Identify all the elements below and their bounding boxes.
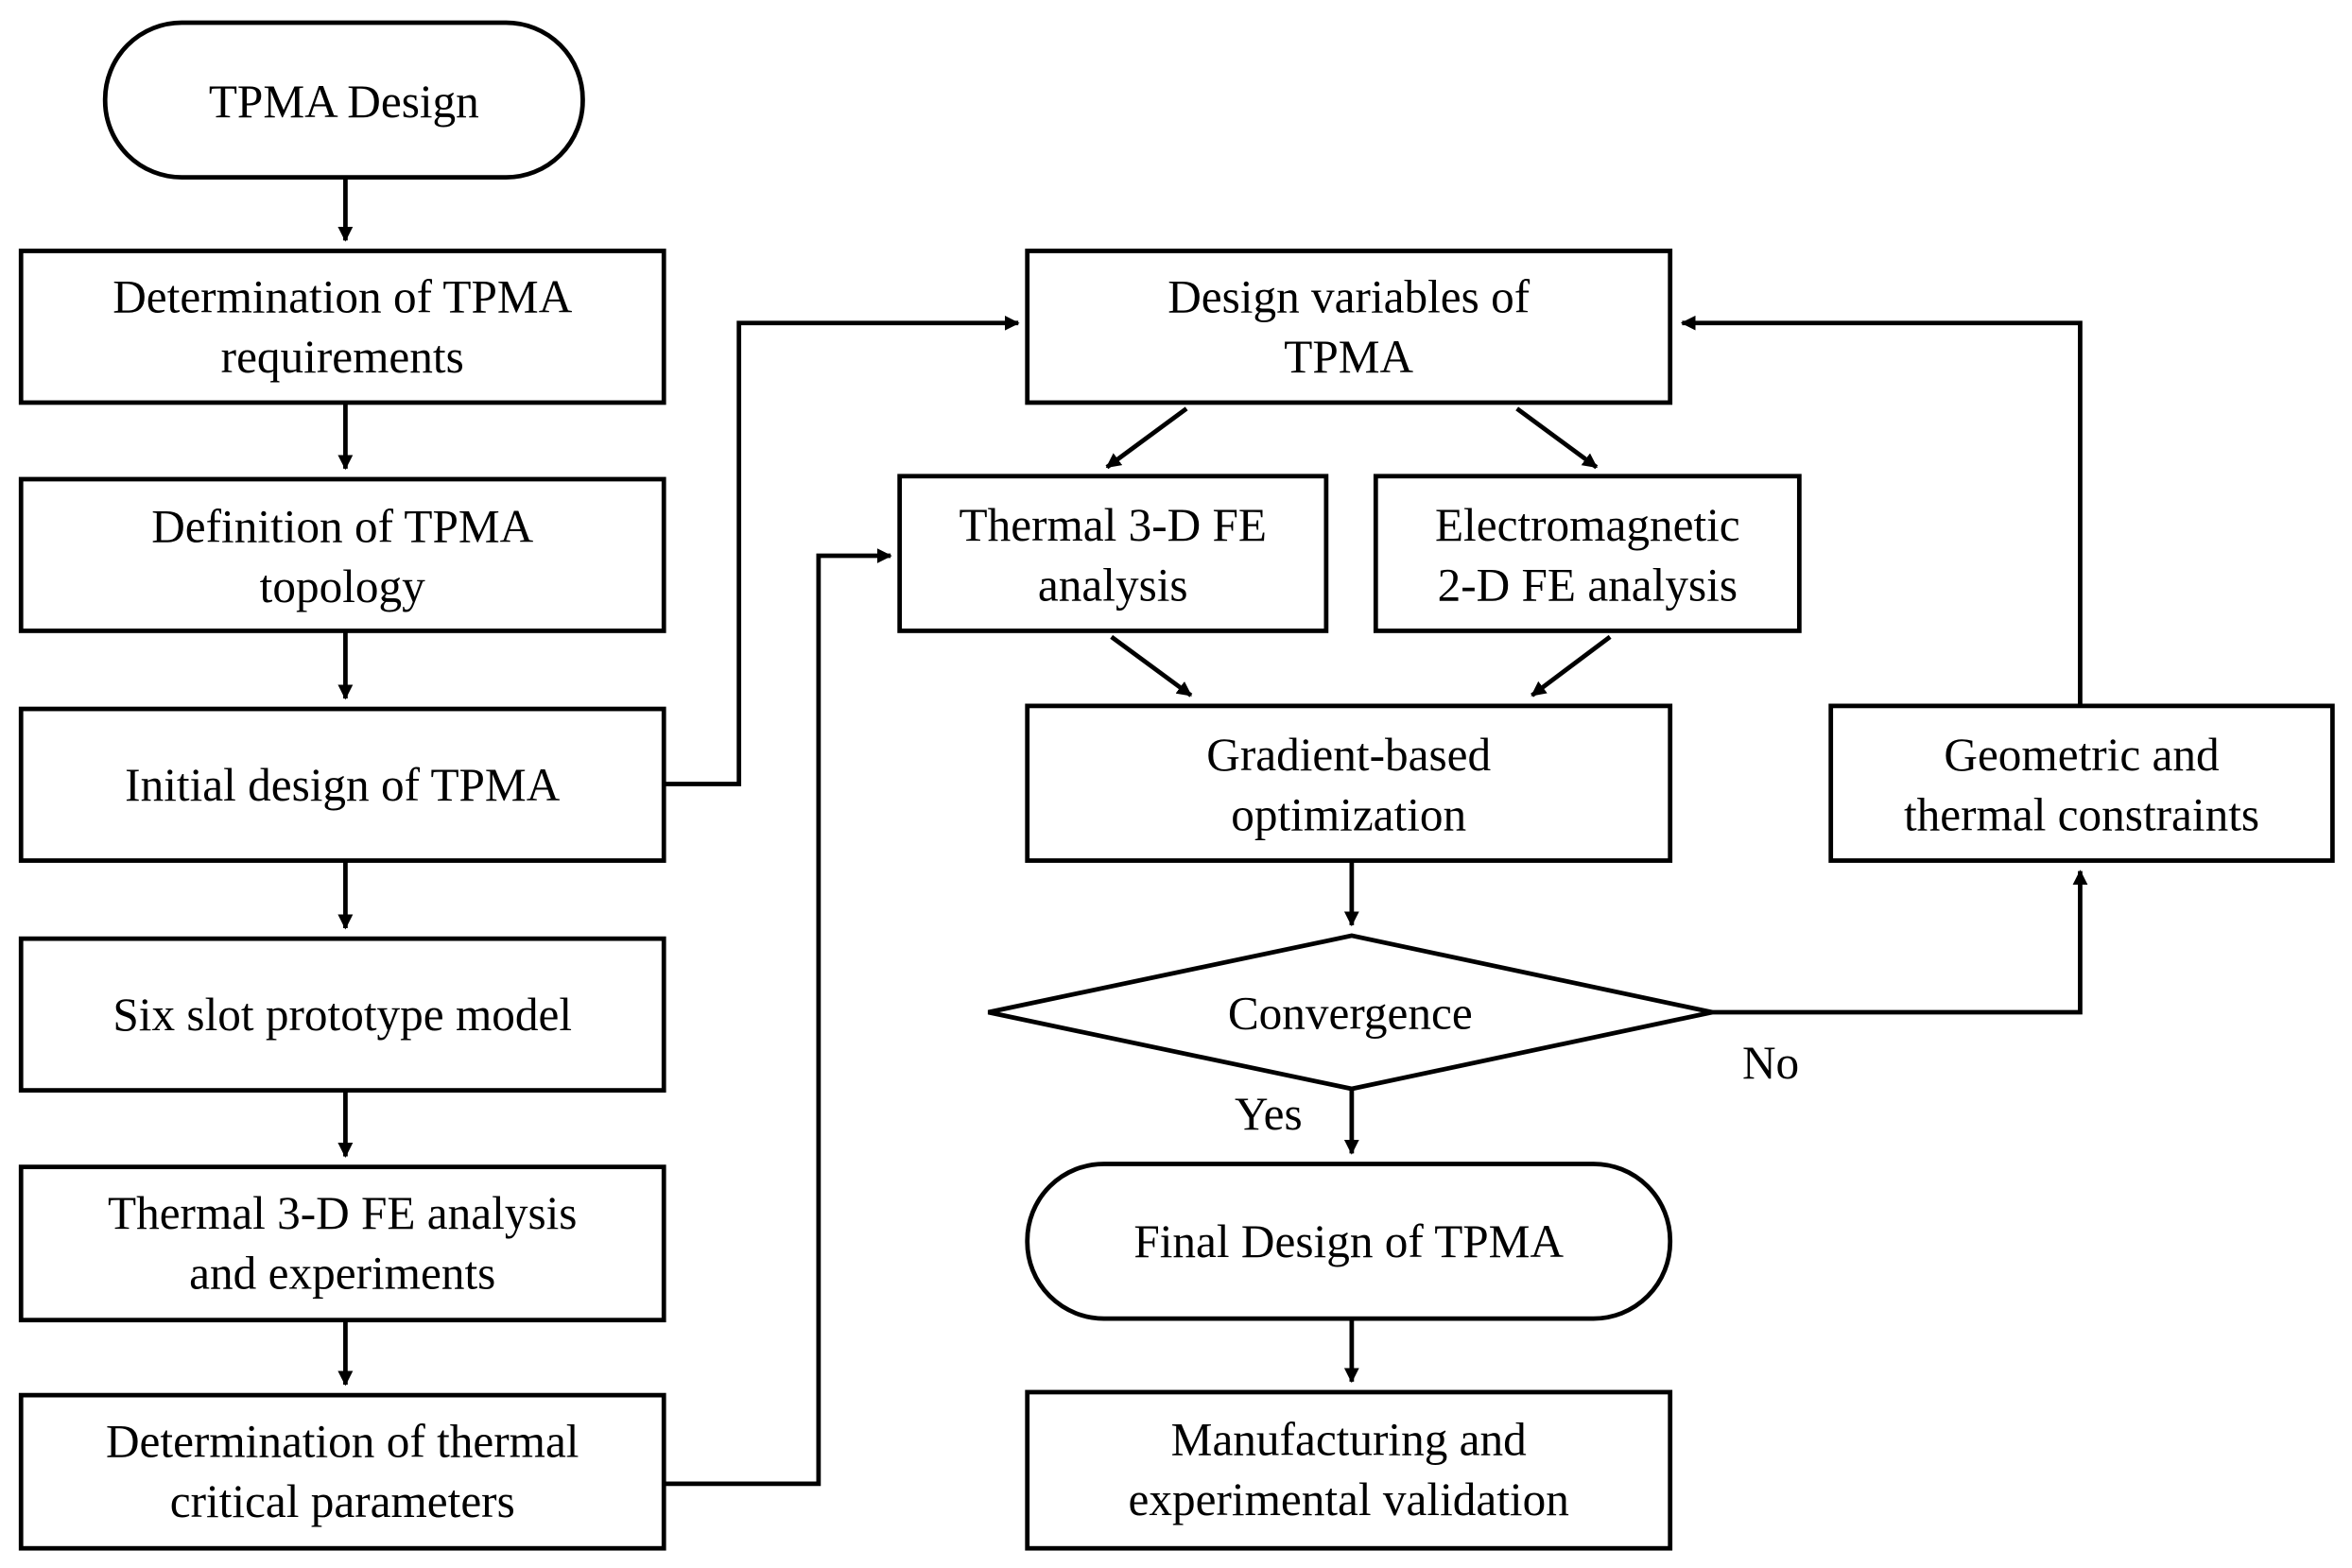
svg-text:TPMA Design: TPMA Design bbox=[209, 76, 479, 128]
svg-text:Convergence: Convergence bbox=[1228, 987, 1473, 1039]
no-label: No bbox=[1742, 1037, 1799, 1089]
prototype-box: Six slot prototype model bbox=[18, 936, 666, 1093]
final-design-terminator: Final Design of TPMA bbox=[1025, 1162, 1673, 1321]
initial-design-box: Initial design of TPMA bbox=[18, 706, 666, 863]
svg-text:Six slot prototype model: Six slot prototype model bbox=[112, 989, 572, 1041]
convergence-decision: Convergence bbox=[987, 933, 1713, 1092]
left-arrows bbox=[345, 177, 1018, 1487]
yes-label: Yes bbox=[1235, 1088, 1303, 1140]
middle-arrows bbox=[1105, 323, 2081, 1382]
start-terminator: TPMA Design bbox=[102, 20, 585, 181]
svg-text:Final Design of TPMA: Final Design of TPMA bbox=[1133, 1215, 1564, 1267]
svg-text:Initial design of TPMA: Initial design of TPMA bbox=[125, 759, 561, 811]
